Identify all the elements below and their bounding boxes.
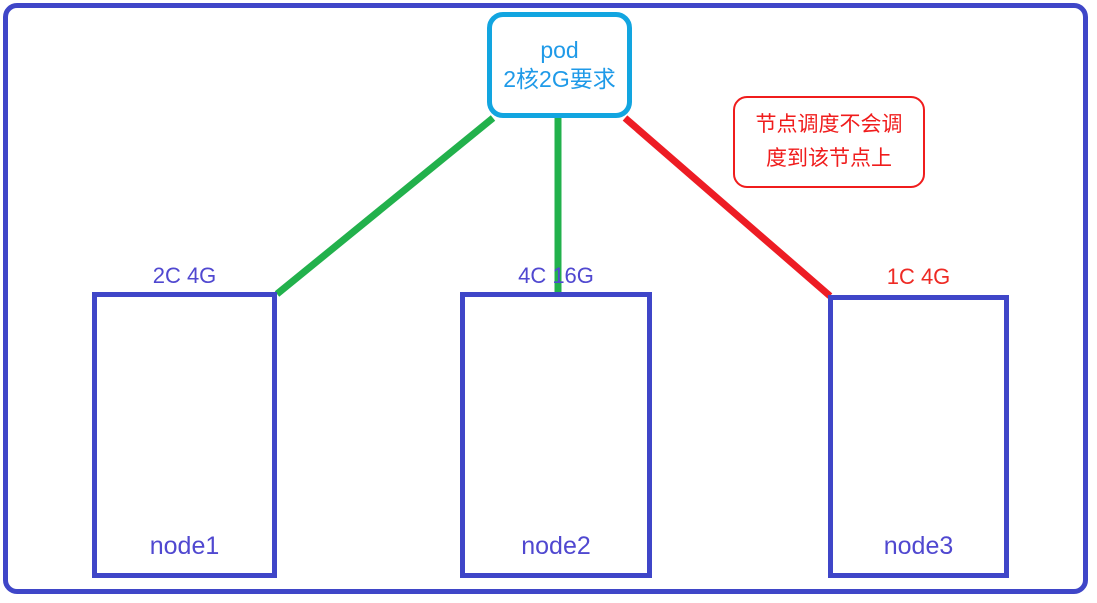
edge-pod-to-node1 bbox=[274, 115, 496, 297]
node-box-node2[interactable]: node2 bbox=[460, 292, 652, 578]
annotation-line2: 度到该节点上 bbox=[766, 147, 892, 170]
node2-name-label: node2 bbox=[521, 532, 591, 560]
pod-label-line1: pod bbox=[540, 37, 579, 63]
node3-spec-label: 1C 4G bbox=[886, 264, 951, 289]
node1-spec-label: 2C 4G bbox=[152, 263, 217, 288]
annotation-line1: 节点调度不会调 bbox=[755, 113, 903, 136]
annotation-callout: 节点调度不会调 度到该节点上 bbox=[733, 96, 925, 188]
node3-name-label: node3 bbox=[883, 532, 954, 560]
node-box-node1[interactable]: node1 bbox=[92, 292, 277, 578]
edge-pod-to-node3 bbox=[622, 115, 833, 299]
node2-spec-label: 4C 16G bbox=[518, 263, 594, 288]
pod-box[interactable]: pod 2核2G要求 bbox=[487, 12, 632, 118]
pod-label-line2: 2核2G要求 bbox=[503, 66, 616, 92]
node-box-node3[interactable]: node3 bbox=[828, 295, 1009, 578]
node1-name-label: node1 bbox=[149, 532, 220, 560]
outer-frame bbox=[3, 3, 1088, 594]
